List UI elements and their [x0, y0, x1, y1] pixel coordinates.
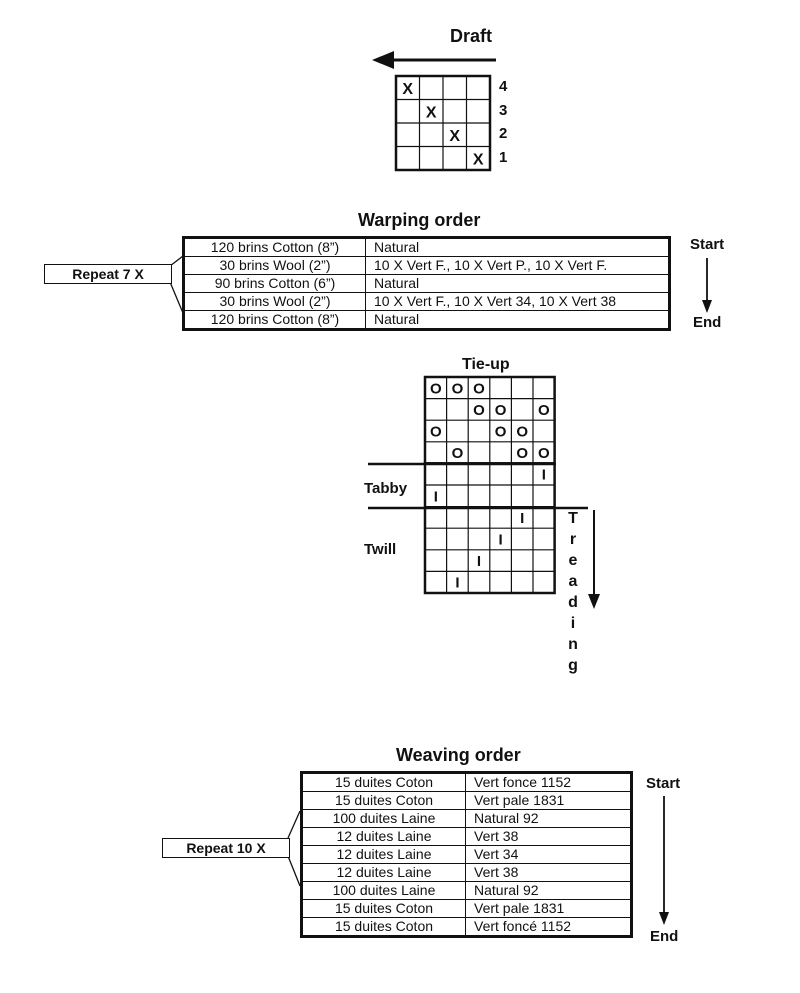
tieup-o-mark: O: [430, 380, 442, 397]
weaving-quantity-cell: 15 duites Coton: [301, 917, 466, 937]
draft-x-mark: X: [473, 151, 484, 168]
tieup-o-mark: O: [495, 424, 507, 441]
draft-title: Draft: [450, 26, 493, 46]
warping-color-cell: 10 X Vert F., 10 X Vert P., 10 X Vert F.: [365, 256, 670, 275]
tieup-separators: [368, 462, 588, 510]
treading-i-mark: I: [542, 467, 546, 484]
tieup-o-mark: O: [516, 424, 528, 441]
weaving-quantity-cell: 12 duites Laine: [301, 863, 466, 882]
weaving-start-label: Start: [646, 775, 681, 792]
tieup-o-mark: O: [516, 445, 528, 462]
shaft-label: 4: [499, 78, 508, 95]
warping-color-cell: Natural: [365, 310, 670, 330]
draft-arrow: [372, 51, 496, 69]
treading-i-mark: I: [455, 575, 459, 592]
weaving-color-cell: Vert pale 1831: [465, 899, 632, 918]
weaving-repeat-label: Repeat 10 X: [162, 838, 290, 858]
weaving-start-end-arrow: [659, 796, 669, 925]
warping-start-end-arrow: [702, 258, 712, 313]
tieup-o-mark: O: [473, 402, 485, 419]
draft-x-mark: X: [402, 81, 413, 98]
treading-i-mark: I: [499, 532, 503, 549]
warping-repeat-label: Repeat 7 X: [44, 264, 172, 284]
weaving-quantity-cell: 15 duites Coton: [301, 772, 466, 792]
weaving-color-cell: Natural 92: [465, 809, 632, 828]
weaving-quantity-cell: 12 duites Laine: [301, 845, 466, 864]
weaving-quantity-cell: 15 duites Coton: [301, 899, 466, 918]
warping-row: 120 brins Cotton (8”)Natural: [183, 310, 670, 330]
tieup-o-mark: O: [495, 402, 507, 419]
tieup-o-mark: O: [452, 445, 464, 462]
warping-quantity-cell: 30 brins Wool (2”): [183, 256, 366, 275]
weaving-title: Weaving order: [396, 745, 521, 765]
warping-end-label: End: [693, 314, 722, 331]
tabby-label: Tabby: [364, 480, 408, 497]
warping-color-cell: Natural: [365, 237, 670, 257]
weaving-repeat-bracket: [287, 810, 301, 887]
warping-row: 90 brins Cotton (6”)Natural: [183, 274, 670, 293]
warping-row: 30 brins Wool (2”)10 X Vert F., 10 X Ver…: [183, 292, 670, 311]
weaving-color-cell: Vert fonce 1152: [465, 772, 632, 792]
tieup-o-mark: O: [452, 380, 464, 397]
shaft-label: 2: [499, 125, 508, 142]
warping-quantity-cell: 120 brins Cotton (8”): [183, 237, 366, 257]
warping-quantity-cell: 120 brins Cotton (8”): [183, 310, 366, 330]
treading-i-mark: I: [520, 510, 524, 527]
weaving-quantity-cell: 100 duites Laine: [301, 809, 466, 828]
twill-label: Twill: [364, 541, 397, 558]
treading-arrow: [588, 510, 600, 609]
tieup-o-mark: O: [473, 380, 485, 397]
warping-title: Warping order: [358, 210, 481, 230]
tieup-o-mark: O: [538, 402, 550, 419]
warping-row: 30 brins Wool (2”)10 X Vert F., 10 X Ver…: [183, 256, 670, 275]
weaving-color-cell: Vert pale 1831: [465, 791, 632, 810]
warping-quantity-cell: 30 brins Wool (2”): [183, 292, 366, 311]
shaft-label: 1: [499, 148, 508, 166]
tieup-o-mark: O: [430, 424, 442, 441]
warping-quantity-cell: 90 brins Cotton (6”): [183, 274, 366, 293]
tieup-o-mark: O: [538, 445, 550, 462]
warping-color-cell: Natural: [365, 274, 670, 293]
weaving-end-label: End: [650, 928, 679, 945]
warping-start-label: Start: [690, 236, 725, 253]
weaving-color-cell: Vert foncé 1152: [465, 917, 632, 937]
weaving-quantity-cell: 100 duites Laine: [301, 881, 466, 900]
weaving-quantity-cell: 12 duites Laine: [301, 827, 466, 846]
draft-x-mark: X: [426, 104, 437, 121]
shaft-label: 3: [499, 101, 508, 119]
weaving-color-cell: Natural 92: [465, 881, 632, 900]
treading-i-mark: I: [434, 488, 438, 505]
weaving-color-cell: Vert 38: [465, 863, 632, 882]
weaving-color-cell: Vert 34: [465, 845, 632, 864]
draft-x-mark: X: [449, 128, 460, 145]
warping-repeat-bracket: [169, 255, 184, 314]
weaving-quantity-cell: 15 duites Coton: [301, 791, 466, 810]
treading-i-mark: I: [477, 553, 481, 570]
tieup-title: Tie-up: [462, 356, 510, 373]
warping-row: 120 brins Cotton (8”)Natural: [183, 237, 670, 257]
warping-color-cell: 10 X Vert F., 10 X Vert 34, 10 X Vert 38: [365, 292, 670, 311]
weaving-color-cell: Vert 38: [465, 827, 632, 846]
